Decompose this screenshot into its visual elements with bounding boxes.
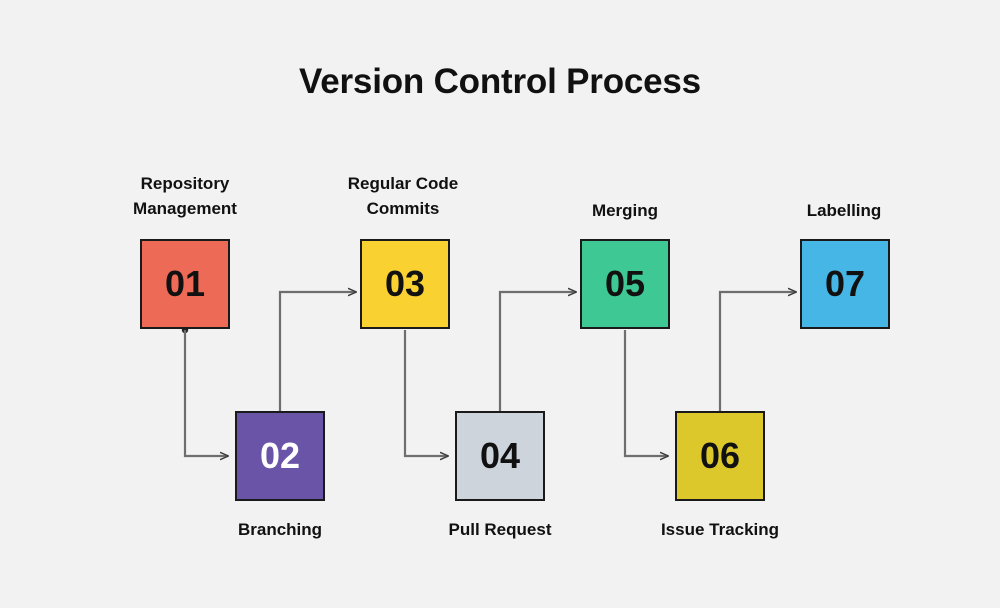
step-number-02: 02: [259, 435, 301, 476]
step-box-01[interactable]: 01: [140, 239, 230, 329]
step-label-06: Issue Tracking: [660, 520, 780, 539]
step-number-07: 07: [824, 263, 866, 304]
step-box-05[interactable]: 05: [580, 239, 670, 329]
connector-03-to-04: [403, 330, 448, 456]
step-number-05: 05: [604, 263, 646, 304]
step-label-05: Merging: [591, 201, 659, 220]
step-number-01: 01: [164, 263, 206, 304]
step-number-04: 04: [479, 435, 521, 476]
connector-01-to-02: [183, 330, 228, 456]
step-box-07[interactable]: 07: [800, 239, 890, 329]
step-label-04: Pull Request: [448, 520, 552, 539]
step-box-06[interactable]: 06: [675, 411, 765, 501]
connector-04-to-05: [498, 292, 576, 411]
page-title: Version Control Process: [299, 62, 701, 101]
step-number-06: 06: [699, 435, 741, 476]
step-box-03[interactable]: 03: [360, 239, 450, 329]
step-box-04[interactable]: 04: [455, 411, 545, 501]
connector-05-to-06: [623, 330, 668, 456]
connector-06-to-07: [718, 292, 796, 411]
step-label-01: Repository Management: [133, 174, 237, 218]
step-label-03: Regular Code Commits: [347, 174, 459, 218]
step-number-03: 03: [384, 263, 426, 304]
step-label-07: Labelling: [806, 201, 882, 220]
step-label-02: Branching: [237, 520, 323, 539]
connector-02-to-03: [278, 292, 356, 411]
step-box-02[interactable]: 02: [235, 411, 325, 501]
